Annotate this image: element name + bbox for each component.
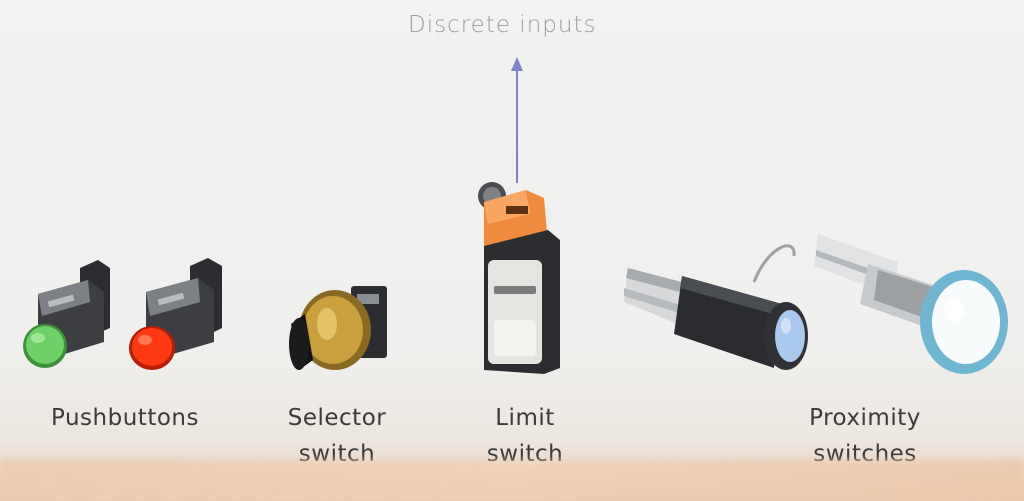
limit-label-line1: Limit	[495, 405, 555, 431]
diagram-heading: Discrete inputs	[408, 12, 597, 38]
red-pushbutton-icon	[129, 258, 222, 370]
limit-switch-label: Limit switch	[455, 400, 595, 472]
selector-switch-icon	[289, 286, 387, 370]
selector-label-line1: Selector	[287, 405, 387, 431]
bottom-glow-band	[0, 460, 1024, 501]
up-arrow-icon	[511, 57, 523, 183]
proximity-switch-teal-icon	[814, 234, 1008, 374]
pushbuttons-label: Pushbuttons	[30, 400, 220, 436]
pushbuttons-text: Pushbuttons	[51, 405, 199, 431]
limit-switch-icon	[478, 182, 560, 374]
proximity-switch-dark-icon	[624, 244, 808, 370]
proximity-label-line1: Proximity	[809, 405, 921, 431]
green-pushbutton-icon	[23, 260, 110, 368]
